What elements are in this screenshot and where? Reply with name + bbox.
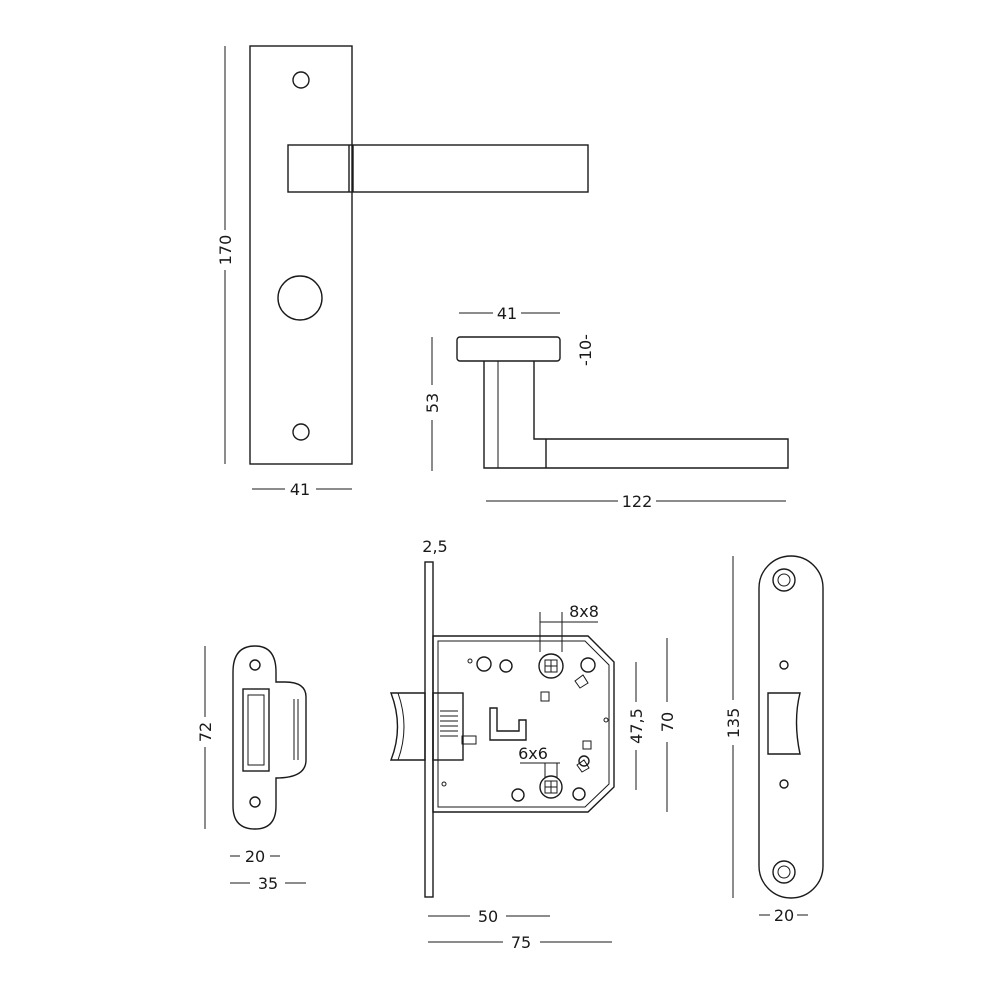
backplate-key-hole	[277, 275, 323, 321]
backset-label: 50	[478, 907, 498, 926]
strike-screw-hole-top	[249, 659, 261, 671]
case-hole-5	[580, 657, 596, 673]
strike-inner-width-label: 20	[245, 847, 265, 866]
lock-body-view: 2,5 8x8 6x6 47,5 70 50 75	[389, 537, 677, 952]
backplate-outline	[249, 45, 353, 465]
backplate-screw-hole-bottom	[292, 423, 310, 441]
faceplate-thickness-label: 2,5	[422, 537, 447, 556]
faceplate-cylinder-mark	[779, 779, 789, 789]
strike-plate-view: 72 20 35	[196, 645, 307, 893]
faceplate-screw-top-inner	[777, 573, 791, 587]
small-block-2	[582, 740, 592, 750]
lever-handle-front	[287, 144, 589, 193]
lock-case-inner-outline	[437, 640, 610, 808]
strike-plate-lip-lines	[293, 699, 299, 760]
case-pin-3	[441, 781, 447, 787]
case-hole-6	[578, 755, 590, 767]
backplate-front-view: 170 41	[216, 45, 589, 499]
lever-profile	[483, 361, 789, 469]
spindle-square	[545, 660, 557, 672]
rose-width-label: 41	[497, 304, 517, 323]
strike-plate-outline	[232, 645, 307, 830]
spindle-square-box	[544, 659, 558, 673]
faceplate-latch-opening	[767, 692, 801, 755]
small-cam-2	[576, 759, 590, 773]
latch-spring	[440, 715, 458, 737]
center-slot	[489, 707, 527, 741]
lock-case-outline	[432, 635, 615, 813]
strike-plate-opening-inner	[247, 694, 265, 766]
small-block-1	[540, 691, 550, 702]
latch-tail	[461, 735, 477, 745]
strike-outer-width-label: 35	[258, 874, 278, 893]
faceplate-width-label: 20	[774, 906, 794, 925]
faceplate-spindle-mark	[779, 660, 789, 670]
case-pin-2	[603, 717, 609, 723]
body-height-label: 70	[658, 712, 677, 732]
faceplate-screw-bottom	[772, 860, 796, 884]
lock-faceplate-edge	[424, 561, 434, 898]
faceplate-screw-top	[772, 568, 796, 592]
handle-height-label: 53	[423, 393, 442, 413]
faceplate-height-label: 135	[724, 708, 743, 739]
strike-plate-opening	[242, 688, 270, 772]
faceplate-screw-bottom-inner	[777, 865, 791, 879]
case-hole-1	[476, 656, 492, 672]
spindle-hub	[538, 653, 564, 679]
latch-bolt-curve	[397, 692, 405, 761]
case-hole-4	[572, 787, 586, 801]
faceplate-front-view: 135 20	[724, 555, 824, 925]
plate-height-label: 170	[216, 235, 235, 266]
depth-label: 75	[511, 933, 531, 952]
center-distance-label: 47,5	[627, 708, 646, 744]
cylinder-cross	[545, 781, 557, 793]
backplate-screw-hole-top	[292, 71, 310, 89]
case-hole-3	[511, 788, 525, 802]
case-pin-1	[467, 658, 473, 664]
strike-height-label: 72	[196, 722, 215, 742]
latch-bolt	[389, 692, 426, 761]
plate-width-label: 41	[290, 480, 310, 499]
cylinder-hub	[539, 775, 563, 799]
handle-length-label: 122	[622, 492, 653, 511]
latch-housing	[432, 692, 464, 761]
cylinder-size-label: 6x6	[518, 744, 548, 763]
handle-side-view: 41 -10- 53 122	[423, 304, 789, 511]
spindle-size-label: 8x8	[569, 602, 599, 621]
rose-thickness-label: -10-	[576, 334, 595, 366]
rose-profile	[456, 336, 561, 362]
faceplate-outline	[758, 555, 824, 899]
small-cam-1	[574, 674, 589, 689]
case-hole-2	[499, 659, 513, 673]
strike-screw-hole-bottom	[249, 796, 261, 808]
